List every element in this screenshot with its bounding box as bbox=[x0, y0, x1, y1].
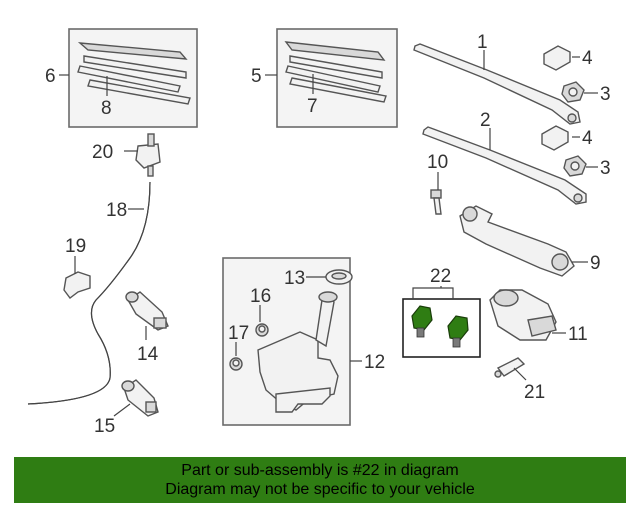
callout-12: 12 bbox=[364, 352, 385, 373]
callout-20: 20 bbox=[92, 142, 113, 163]
wiper-blade-box-right[interactable] bbox=[276, 28, 398, 128]
wiper-blade-box-left[interactable] bbox=[68, 28, 198, 128]
wiper-motor-11[interactable] bbox=[489, 289, 557, 341]
washer-pump-14[interactable] bbox=[125, 291, 169, 331]
arm-nut-lower[interactable] bbox=[563, 155, 587, 177]
part-info-banner: Part or sub-assembly is #22 in diagram D… bbox=[14, 457, 626, 503]
washer-pump-15[interactable] bbox=[121, 379, 159, 417]
arm-cap-lower[interactable] bbox=[541, 125, 569, 151]
callout-7: 7 bbox=[307, 96, 318, 117]
callout-16: 16 bbox=[250, 286, 271, 307]
callout-1: 1 bbox=[477, 32, 488, 53]
callout-18: 18 bbox=[106, 200, 127, 221]
connector-21[interactable] bbox=[494, 357, 526, 378]
callout-4-upper: 4 bbox=[582, 48, 593, 69]
callout-22: 22 bbox=[430, 266, 451, 287]
banner-line-1: Part or sub-assembly is #22 in diagram bbox=[181, 462, 459, 479]
banner-line-2: Diagram may not be specific to your vehi… bbox=[165, 481, 475, 498]
callout-11: 11 bbox=[568, 324, 588, 345]
callout-10: 10 bbox=[427, 152, 448, 173]
arm-cap-upper[interactable] bbox=[543, 45, 571, 71]
callout-5: 5 bbox=[251, 66, 262, 87]
check-valve-20[interactable] bbox=[135, 133, 161, 177]
callout-21: 21 bbox=[524, 382, 545, 403]
grommet-17[interactable] bbox=[229, 357, 243, 371]
callout-3-lower: 3 bbox=[600, 158, 611, 179]
wiper-arm-1[interactable] bbox=[413, 43, 581, 125]
callout-17: 17 bbox=[228, 323, 249, 344]
callout-6: 6 bbox=[45, 66, 56, 87]
callout-9: 9 bbox=[590, 253, 601, 274]
hose-clip-19[interactable] bbox=[63, 271, 91, 299]
callout-labels: 1 2 3 3 4 4 5 6 7 8 9 10 11 12 13 14 15 … bbox=[45, 32, 611, 437]
arm-nut-upper[interactable] bbox=[561, 81, 585, 103]
callout-2: 2 bbox=[480, 110, 491, 131]
callout-19: 19 bbox=[65, 236, 86, 257]
wiper-arm-2[interactable] bbox=[422, 126, 587, 205]
grommet-16[interactable] bbox=[255, 323, 269, 337]
callout-14: 14 bbox=[137, 344, 159, 365]
wiper-linkage-9[interactable] bbox=[459, 205, 575, 277]
callout-15: 15 bbox=[94, 416, 115, 437]
callout-13: 13 bbox=[284, 268, 305, 289]
bolt-10[interactable] bbox=[430, 189, 442, 215]
washer-tank-box[interactable] bbox=[222, 257, 351, 426]
callout-8: 8 bbox=[101, 98, 112, 119]
leader-lines bbox=[59, 50, 598, 417]
callout-4-lower: 4 bbox=[582, 128, 593, 149]
callout-3-upper: 3 bbox=[600, 84, 611, 105]
tank-cap-13[interactable] bbox=[325, 269, 353, 285]
washer-nozzle-22-box[interactable] bbox=[402, 298, 481, 358]
